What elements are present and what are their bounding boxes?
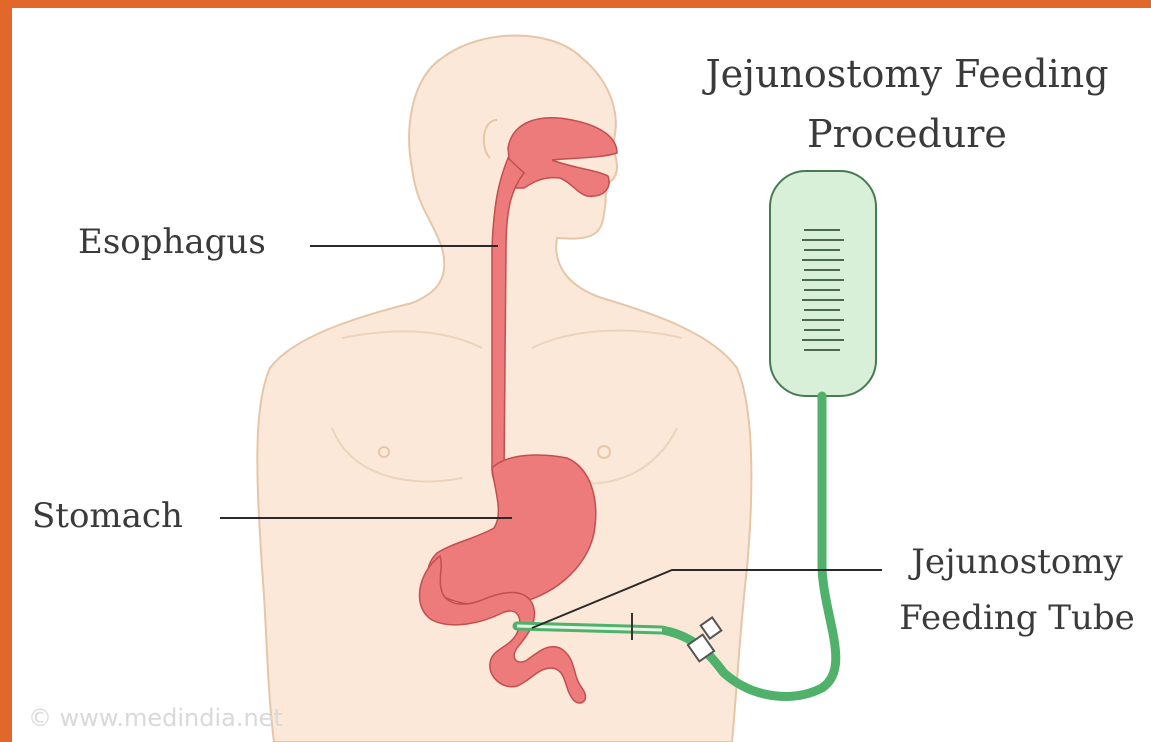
- diagram-title: Jejunostomy Feeding Procedure: [672, 44, 1142, 164]
- watermark: © www.medindia.net: [28, 704, 283, 732]
- title-line-1: Jejunostomy Feeding: [672, 44, 1142, 104]
- stomach-label: Stomach: [32, 494, 183, 538]
- diagram-canvas: Jejunostomy Feeding Procedure Esophagus …: [12, 8, 1151, 742]
- feeding-tube-label: Jejunostomy Feeding Tube: [892, 534, 1142, 646]
- title-line-2: Procedure: [672, 104, 1142, 164]
- feeding-bag: [770, 171, 876, 396]
- tube-label-line-1: Jejunostomy: [892, 534, 1142, 590]
- tube-label-line-2: Feeding Tube: [892, 590, 1142, 646]
- watermark-text: www.medindia.net: [60, 704, 283, 732]
- esophagus-label: Esophagus: [78, 220, 266, 264]
